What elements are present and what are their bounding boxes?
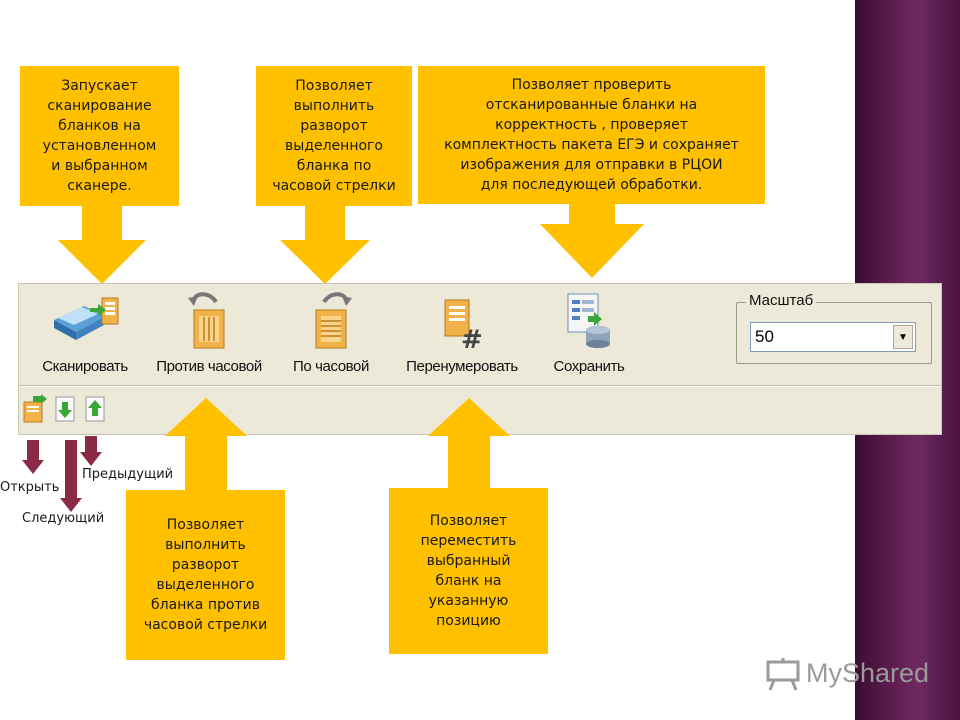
scan-button-label: Сканировать <box>42 358 128 375</box>
zoom-legend: Масштаб <box>746 292 817 309</box>
callout-clockwise: Позволяет выполнить разворот выделенного… <box>256 66 412 206</box>
callout-scan: Запускает сканирование бланков на устано… <box>20 66 179 206</box>
open-label: Открыть <box>0 480 60 495</box>
open-button[interactable] <box>21 394 47 424</box>
toolbar-divider <box>19 385 941 386</box>
arrow-up-counterclockwise <box>165 398 247 490</box>
next-label: Следующий <box>22 511 105 526</box>
scanner-toolbar: Сканировать Против часовой <box>18 283 942 435</box>
zoom-group: Масштаб 50 ▼ <box>736 292 936 370</box>
arrow-down-next <box>60 440 82 512</box>
callout-counterclockwise: Позволяет выполнить разворот выделенного… <box>126 490 285 660</box>
presentation-board-icon <box>766 658 800 691</box>
rotate-clockwise-label: По часовой <box>293 358 369 375</box>
rotate-right-icon <box>315 292 352 349</box>
rotate-counterclockwise-button[interactable]: Против часовой <box>145 284 273 384</box>
scan-button[interactable]: Сканировать <box>29 284 141 384</box>
arrow-down-scan <box>58 206 146 284</box>
scanner-icon <box>54 297 119 340</box>
next-button[interactable] <box>53 394 79 424</box>
arrow-up-green-icon <box>85 396 105 422</box>
rotate-left-icon <box>188 292 225 349</box>
toolbar-divider-highlight <box>19 386 941 387</box>
previous-label: Предыдущий <box>82 467 174 482</box>
save-database-icon <box>567 293 610 348</box>
zoom-value: 50 <box>755 327 774 346</box>
renumber-icon: # <box>444 299 483 352</box>
logo-text: MyShared <box>806 658 930 688</box>
rotate-counterclockwise-label: Против часовой <box>156 358 262 375</box>
previous-button[interactable] <box>83 394 109 424</box>
rotate-clockwise-button[interactable]: По часовой <box>281 284 381 384</box>
arrow-up-renumber <box>428 398 510 490</box>
main-toolbar-row: Сканировать Против часовой <box>19 284 941 384</box>
arrow-down-clockwise <box>280 206 370 284</box>
save-button[interactable]: Сохранить <box>541 284 637 384</box>
arrow-down-save <box>540 204 644 278</box>
myshared-logo: MyShared <box>766 656 930 696</box>
arrow-down-open <box>22 440 44 474</box>
svg-text:#: # <box>461 325 483 352</box>
arrow-down-previous <box>80 436 102 466</box>
renumber-button[interactable]: # Перенумеровать <box>397 284 527 384</box>
open-icon <box>23 394 47 423</box>
callout-save: Позволяет проверить отсканированные блан… <box>418 66 765 204</box>
arrow-down-green-icon <box>55 396 75 422</box>
zoom-group-frame <box>736 302 932 364</box>
save-label: Сохранить <box>553 358 625 375</box>
chevron-down-icon[interactable]: ▼ <box>893 325 913 349</box>
zoom-select[interactable]: 50 ▼ <box>750 322 916 352</box>
renumber-label: Перенумеровать <box>406 358 518 375</box>
callout-renumber: Позволяет переместить выбранный бланк на… <box>389 488 548 654</box>
